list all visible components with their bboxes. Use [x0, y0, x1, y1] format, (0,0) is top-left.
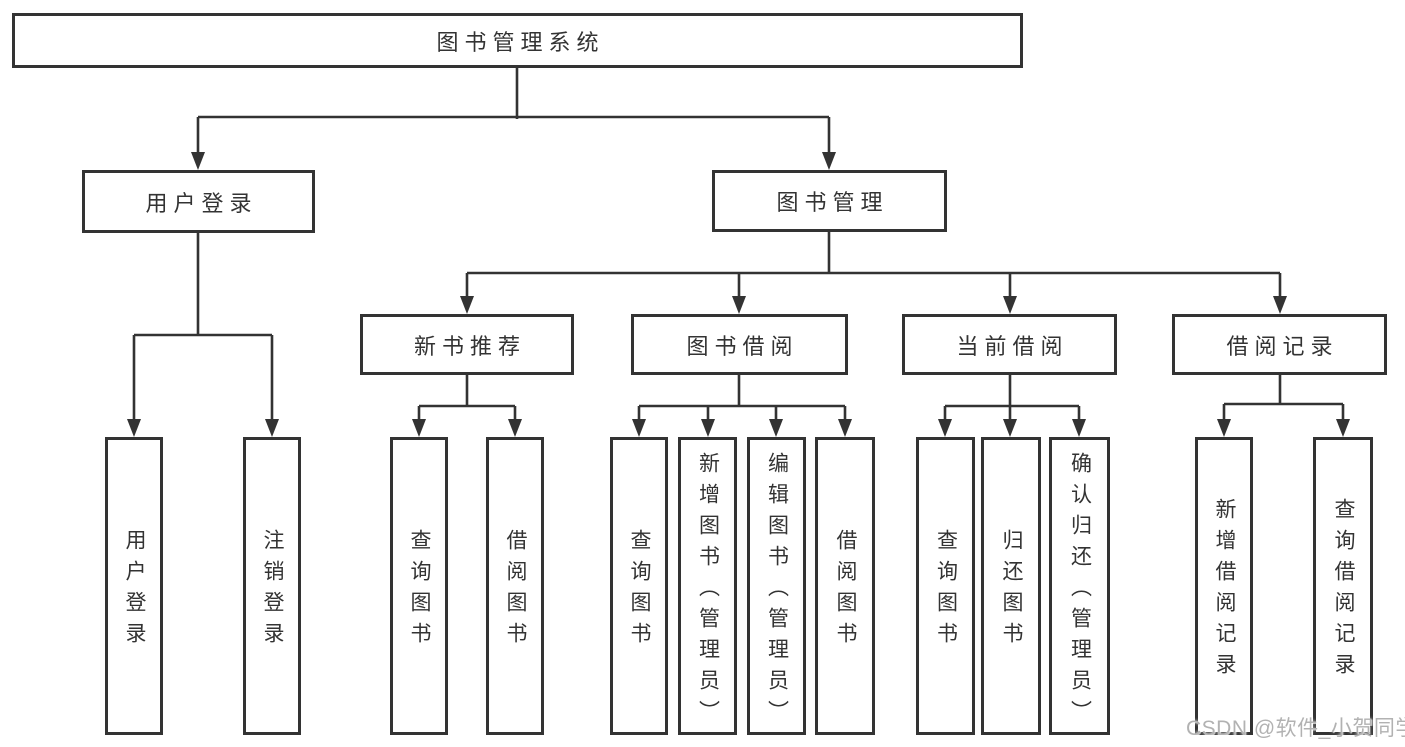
node-book-management: 图书管理	[712, 170, 947, 232]
leaf-search-borrow-record: 查询借阅记录	[1313, 437, 1373, 735]
leaf-search-books-recommend: 查询图书	[390, 437, 448, 735]
node-book-borrow: 图书借阅	[631, 314, 848, 375]
leaf-return-books: 归还图书	[981, 437, 1041, 735]
node-library-management-system: 图书管理系统	[12, 13, 1023, 68]
node-new-book-recommend: 新书推荐	[360, 314, 574, 375]
leaf-logout-login: 注销登录	[243, 437, 301, 735]
leaf-edit-books-admin: 编辑图书（管理员）	[747, 437, 806, 735]
connector-path	[132, 68, 1345, 420]
node-current-borrow: 当前借阅	[902, 314, 1117, 375]
leaf-add-books-admin: 新增图书（管理员）	[678, 437, 737, 735]
leaf-search-books-current: 查询图书	[916, 437, 975, 735]
node-user-login: 用户登录	[82, 170, 315, 233]
leaf-borrow-books-recommend: 借阅图书	[486, 437, 544, 735]
leaf-borrow-books: 借阅图书	[815, 437, 875, 735]
leaf-add-borrow-record: 新增借阅记录	[1195, 437, 1253, 735]
arrowheads	[127, 152, 1350, 437]
leaf-user-login: 用户登录	[105, 437, 163, 735]
leaf-search-books-borrow: 查询图书	[610, 437, 668, 735]
leaf-confirm-return-admin: 确认归还（管理员）	[1049, 437, 1110, 735]
node-borrow-records: 借阅记录	[1172, 314, 1387, 375]
csdn-watermark: CSDN @软件_小贺同学	[1186, 717, 1405, 740]
